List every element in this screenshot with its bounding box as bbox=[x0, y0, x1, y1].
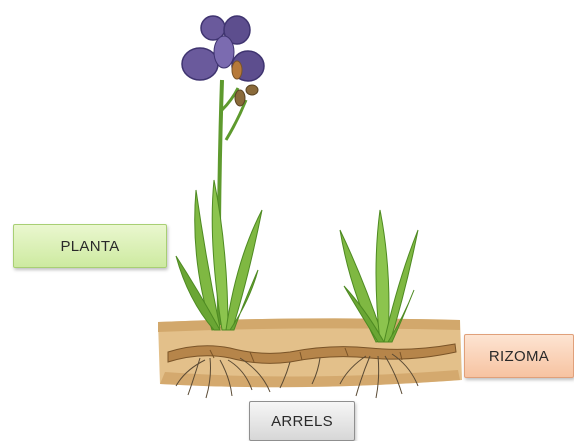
rizoma-label: RIZOMA bbox=[464, 334, 574, 378]
planta-label-text: PLANTA bbox=[60, 238, 119, 255]
iris-plant bbox=[176, 16, 264, 330]
iris-flower bbox=[182, 16, 264, 81]
arrels-label: ARRELS bbox=[249, 401, 355, 441]
rizoma-label-text: RIZOMA bbox=[489, 348, 549, 365]
arrels-label-text: ARRELS bbox=[271, 413, 333, 430]
planta-label: PLANTA bbox=[13, 224, 167, 268]
